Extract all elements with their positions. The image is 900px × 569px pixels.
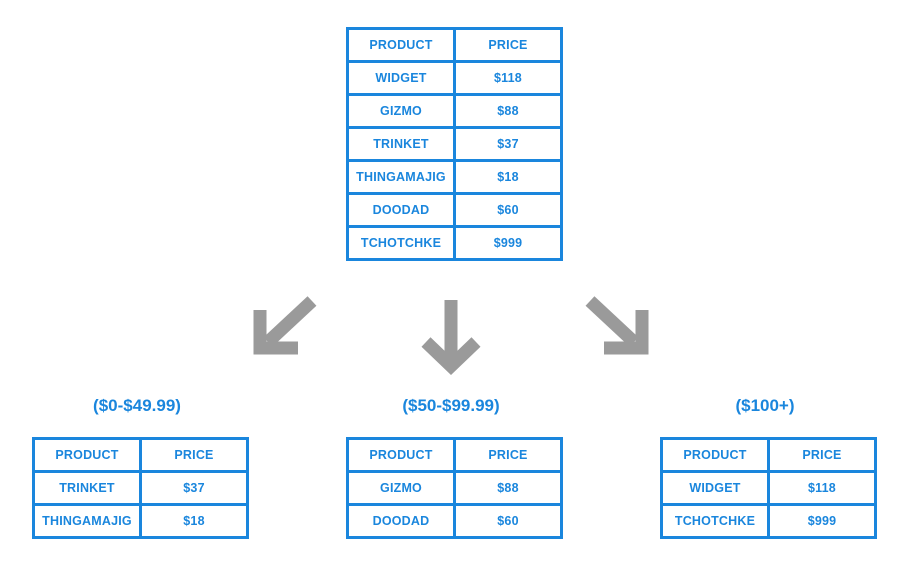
table-row: TRINKET $37 [346, 126, 563, 162]
price-cell: $88 [453, 470, 563, 506]
product-cell: DOODAD [346, 192, 456, 228]
product-cell: THINGAMAJIG [346, 159, 456, 195]
table-row: DOODAD $60 [346, 503, 563, 539]
arrow-down-icon [421, 300, 481, 376]
product-cell: WIDGET [660, 470, 770, 506]
group-title-mid: ($50-$99.99) [402, 396, 500, 415]
price-cell: $37 [139, 470, 249, 506]
table-header-row: PRODUCT PRICE [346, 27, 563, 63]
product-cell: TRINKET [346, 126, 456, 162]
mid-price-table: PRODUCT PRICE GIZMO $88 DOODAD $60 [346, 437, 563, 539]
product-cell: THINGAMAJIG [32, 503, 142, 539]
product-cell: WIDGET [346, 60, 456, 96]
table-header-row: PRODUCT PRICE [346, 437, 563, 473]
price-cell: $999 [767, 503, 877, 539]
product-cell: DOODAD [346, 503, 456, 539]
table-row: TCHOTCHKE $999 [660, 503, 877, 539]
group-title-high: ($100+) [735, 396, 795, 415]
table-row: WIDGET $118 [346, 60, 563, 96]
table-row: DOODAD $60 [346, 192, 563, 228]
main-product-table: PRODUCT PRICE WIDGET $118 GIZMO $88 TRIN… [346, 27, 563, 261]
table-header-row: PRODUCT PRICE [32, 437, 249, 473]
price-cell: $999 [453, 225, 563, 261]
price-header: PRICE [453, 437, 563, 473]
table-row: GIZMO $88 [346, 470, 563, 506]
price-cell: $88 [453, 93, 563, 129]
table-row: TCHOTCHKE $999 [346, 225, 563, 261]
low-price-table: PRODUCT PRICE TRINKET $37 THINGAMAJIG $1… [32, 437, 249, 539]
price-cell: $118 [453, 60, 563, 96]
product-cell: TCHOTCHKE [346, 225, 456, 261]
product-header: PRODUCT [346, 437, 456, 473]
price-cell: $118 [767, 470, 877, 506]
product-header: PRODUCT [32, 437, 142, 473]
price-header: PRICE [453, 27, 563, 63]
price-header: PRICE [767, 437, 877, 473]
product-cell: TCHOTCHKE [660, 503, 770, 539]
price-cell: $37 [453, 126, 563, 162]
high-price-table: PRODUCT PRICE WIDGET $118 TCHOTCHKE $999 [660, 437, 877, 539]
price-cell: $60 [453, 503, 563, 539]
price-cell: $18 [139, 503, 249, 539]
price-cell: $60 [453, 192, 563, 228]
group-title-low: ($0-$49.99) [93, 396, 181, 415]
table-row: WIDGET $118 [660, 470, 877, 506]
product-cell: GIZMO [346, 93, 456, 129]
product-header: PRODUCT [660, 437, 770, 473]
table-header-row: PRODUCT PRICE [660, 437, 877, 473]
arrow-down-left-icon [253, 296, 317, 355]
table-row: THINGAMAJIG $18 [32, 503, 249, 539]
table-row: THINGAMAJIG $18 [346, 159, 563, 195]
product-cell: TRINKET [32, 470, 142, 506]
product-cell: GIZMO [346, 470, 456, 506]
product-header: PRODUCT [346, 27, 456, 63]
price-cell: $18 [453, 159, 563, 195]
price-header: PRICE [139, 437, 249, 473]
arrow-down-right-icon [585, 296, 649, 355]
table-row: GIZMO $88 [346, 93, 563, 129]
table-row: TRINKET $37 [32, 470, 249, 506]
